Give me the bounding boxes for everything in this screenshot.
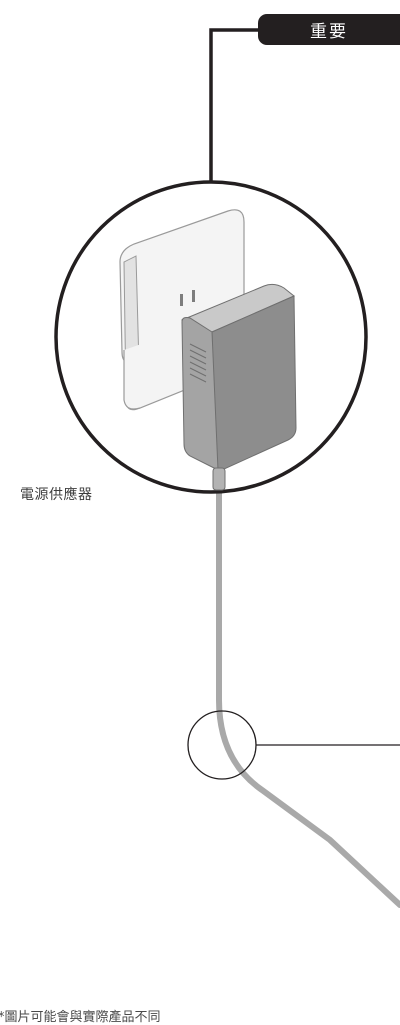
disclaimer-footnote: *圖片可能會與實際產品不同 bbox=[0, 1010, 161, 1025]
important-badge: 重要 bbox=[258, 14, 400, 45]
power-adapter-label: 電源供應器 bbox=[20, 487, 93, 503]
callout-leader-line bbox=[209, 28, 262, 184]
power-adapter-illustration bbox=[181, 283, 297, 491]
power-cable bbox=[216, 485, 400, 908]
